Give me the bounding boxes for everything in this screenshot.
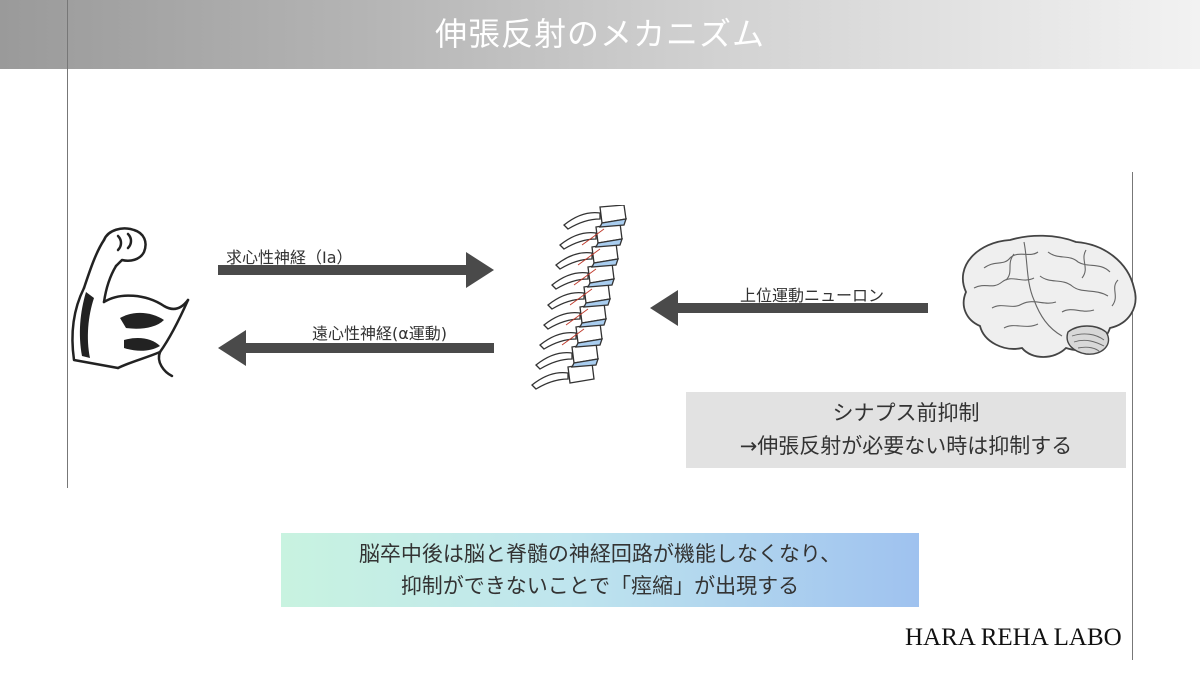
conclusion-line-1: 脳卒中後は脳と脊髄の神経回路が機能しなくなり、	[358, 542, 842, 566]
afferent-nerve-label: 求心性神経（Ia）	[226, 248, 353, 267]
left-divider-line	[67, 0, 68, 488]
upper-motor-arrow-left	[650, 290, 928, 326]
spine-icon	[531, 205, 627, 390]
efferent-nerve-label: 遠心性神経(α運動)	[312, 324, 448, 343]
brand-label: HARA REHA LABO	[905, 624, 1122, 651]
brain-icon	[961, 234, 1137, 358]
presynaptic-inhibition-note: シナプス前抑制 →伸張反射が必要ない時は抑制する	[686, 392, 1126, 468]
efferent-arrow-left	[218, 330, 494, 366]
flexed-arm-icon	[71, 227, 190, 378]
note-line-1: シナプス前抑制	[832, 401, 980, 425]
right-divider-line	[1132, 172, 1133, 660]
page-title: 伸張反射のメカニズム	[434, 15, 765, 53]
header-bar	[0, 0, 1200, 69]
upper-motor-neuron-label: 上位運動ニューロン	[740, 286, 885, 305]
conclusion-line-2: 抑制ができないことで「痙縮」が出現する	[400, 574, 800, 598]
afferent-arrow-right	[218, 252, 494, 288]
stroke-spasticity-conclusion: 脳卒中後は脳と脊髄の神経回路が機能しなくなり、 抑制ができないことで「痙縮」が出…	[281, 533, 919, 607]
note-line-2: →伸張反射が必要ない時は抑制する	[739, 434, 1073, 458]
